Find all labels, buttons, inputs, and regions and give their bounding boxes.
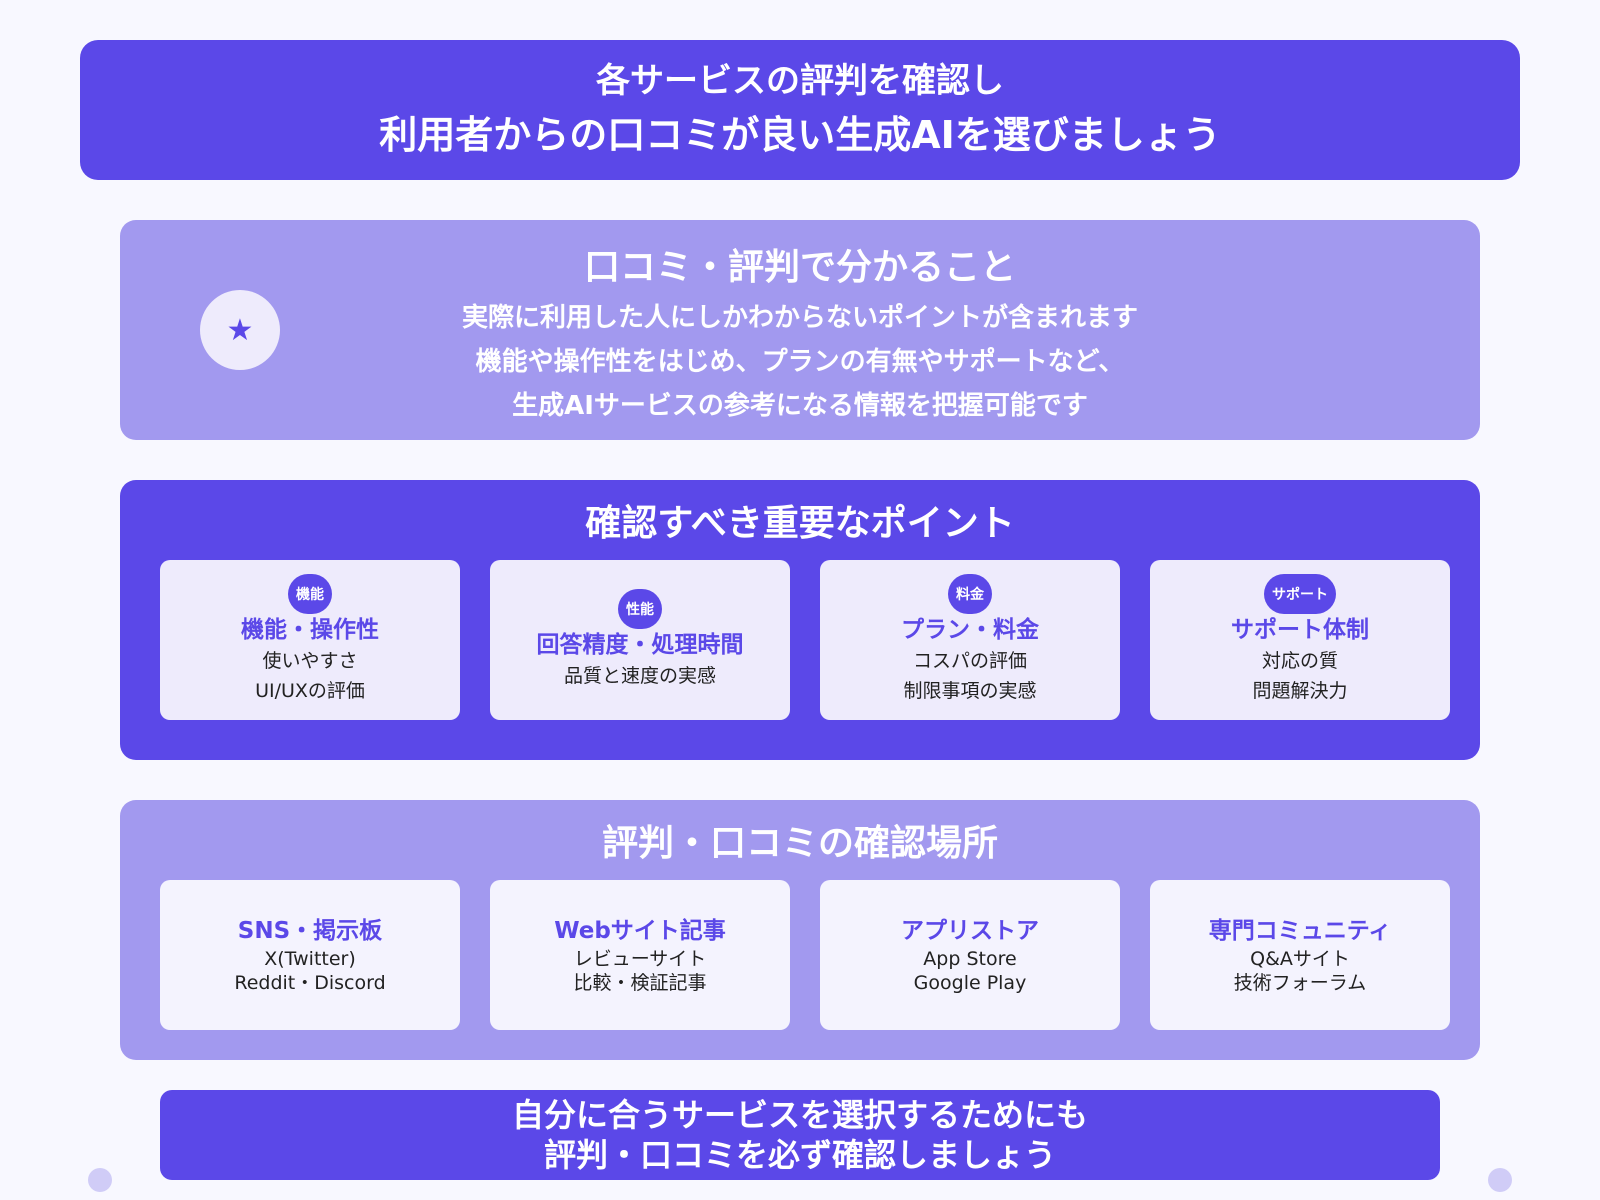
about-line: 機能や操作性をはじめ、プランの有無やサポートなど、 [475,347,1125,377]
key-points-panel: 確認すべき重要なポイント 機能 機能・操作性 使いやすさ UI/UXの評価 性能… [120,480,1480,760]
hero-banner: 各サービスの評判を確認し 利用者からの口コミが良い生成AIを選びましょう [80,40,1520,180]
source-card-sns: SNS・掲示板 X(Twitter) Reddit・Discord [160,880,460,1030]
card-line: 対応の質 [1261,650,1338,672]
card-line: 制限事項の実感 [903,680,1037,702]
card-title: 機能・操作性 [241,617,379,643]
features-badge-icon: 機能 [288,574,332,614]
card-line: Google Play [913,972,1027,994]
source-card-web: Webサイト記事 レビューサイト 比較・検証記事 [490,880,790,1030]
footer-line-2: 評判・口コミを必ず確認しましょう [543,1136,1056,1174]
point-card-performance: 性能 回答精度・処理時間 品質と速度の実感 [490,560,790,720]
hero-line-2: 利用者からの口コミが良い生成AIを選びましょう [379,113,1221,157]
source-card-app-store: アプリストア App Store Google Play [820,880,1120,1030]
footer-line-1: 自分に合うサービスを選択するためにも [511,1096,1088,1134]
card-title: プラン・料金 [901,617,1039,643]
point-card-features: 機能 機能・操作性 使いやすさ UI/UXの評価 [160,560,460,720]
about-title: 口コミ・評判で分かること [583,247,1016,288]
about-line: 生成AIサービスの参考になる情報を把握可能です [512,391,1088,421]
card-title: SNS・掲示板 [237,918,383,944]
card-line: 技術フォーラム [1233,972,1367,994]
card-line: レビューサイト [573,948,707,970]
pricing-badge-icon: 料金 [948,574,992,614]
star-icon: ★ [200,290,280,370]
about-line: 実際に利用した人にしかわからないポイントが含まれます [461,303,1138,333]
key-points-title: 確認すべき重要なポイント [585,503,1015,544]
card-line: App Store [923,948,1017,970]
review-sources-cards: SNS・掲示板 X(Twitter) Reddit・Discord Webサイト… [160,880,1450,1030]
card-line: 使いやすさ [262,650,358,672]
review-sources-title: 評判・口コミの確認場所 [601,823,998,864]
review-sources-panel: 評判・口コミの確認場所 SNS・掲示板 X(Twitter) Reddit・Di… [120,800,1480,1060]
point-card-pricing: 料金 プラン・料金 コスパの評価 制限事項の実感 [820,560,1120,720]
about-description: 実際に利用した人にしかわからないポイントが含まれます 機能や操作性をはじめ、プラ… [120,296,1480,428]
card-line: 比較・検証記事 [573,972,707,994]
card-title: サポート体制 [1231,617,1369,643]
card-line: 問題解決力 [1252,680,1348,702]
source-card-community: 専門コミュニティ Q&Aサイト 技術フォーラム [1150,880,1450,1030]
card-line: Reddit・Discord [234,972,386,994]
key-points-cards: 機能 機能・操作性 使いやすさ UI/UXの評価 性能 回答精度・処理時間 品質… [160,560,1450,720]
hero-line-1: 各サービスの評判を確認し [596,61,1004,101]
performance-badge-icon: 性能 [618,589,662,629]
card-line: 品質と速度の実感 [563,665,716,687]
point-card-support: サポート サポート体制 対応の質 問題解決力 [1150,560,1450,720]
support-badge-icon: サポート [1264,574,1336,614]
card-line: コスパの評価 [912,650,1027,672]
decorative-dot-right [1488,1168,1512,1192]
card-line: Q&Aサイト [1250,948,1350,970]
card-line: UI/UXの評価 [255,680,365,702]
footer-banner: 自分に合うサービスを選択するためにも 評判・口コミを必ず確認しましょう [160,1090,1440,1180]
card-line: X(Twitter) [264,948,356,970]
card-title: アプリストア [901,918,1039,944]
decorative-dot-left [88,1168,112,1192]
card-title: 専門コミュニティ [1208,918,1392,944]
card-title: 回答精度・処理時間 [536,632,744,658]
about-panel: ★ 口コミ・評判で分かること 実際に利用した人にしかわからないポイントが含まれま… [120,220,1480,440]
card-title: Webサイト記事 [554,918,726,944]
